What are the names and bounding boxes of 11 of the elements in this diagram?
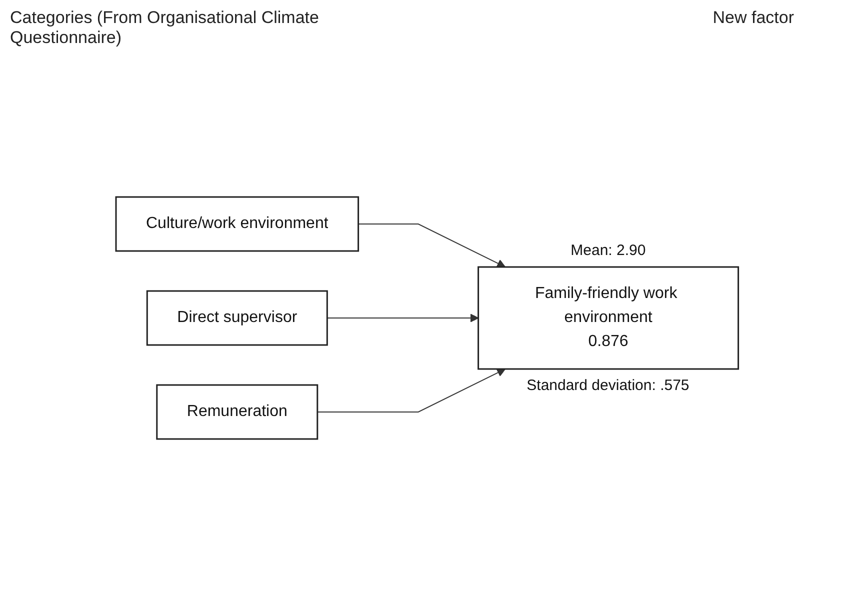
node-box: Family-friendly work environment 0.876: [477, 266, 739, 370]
node-annotation: Mean: 2.90: [570, 242, 646, 259]
arrow: [316, 368, 506, 412]
column-heading: New factor: [712, 8, 794, 29]
node-box: Culture/work environment: [115, 196, 359, 252]
column-heading: Categories (From Organisational Climate Questionnaire): [10, 8, 320, 48]
node-box: Direct supervisor: [146, 290, 328, 346]
arrow: [326, 314, 479, 322]
node-annotation: Standard deviation: .575: [526, 377, 690, 394]
node-box: Remuneration: [156, 384, 318, 440]
arrow: [358, 224, 506, 268]
